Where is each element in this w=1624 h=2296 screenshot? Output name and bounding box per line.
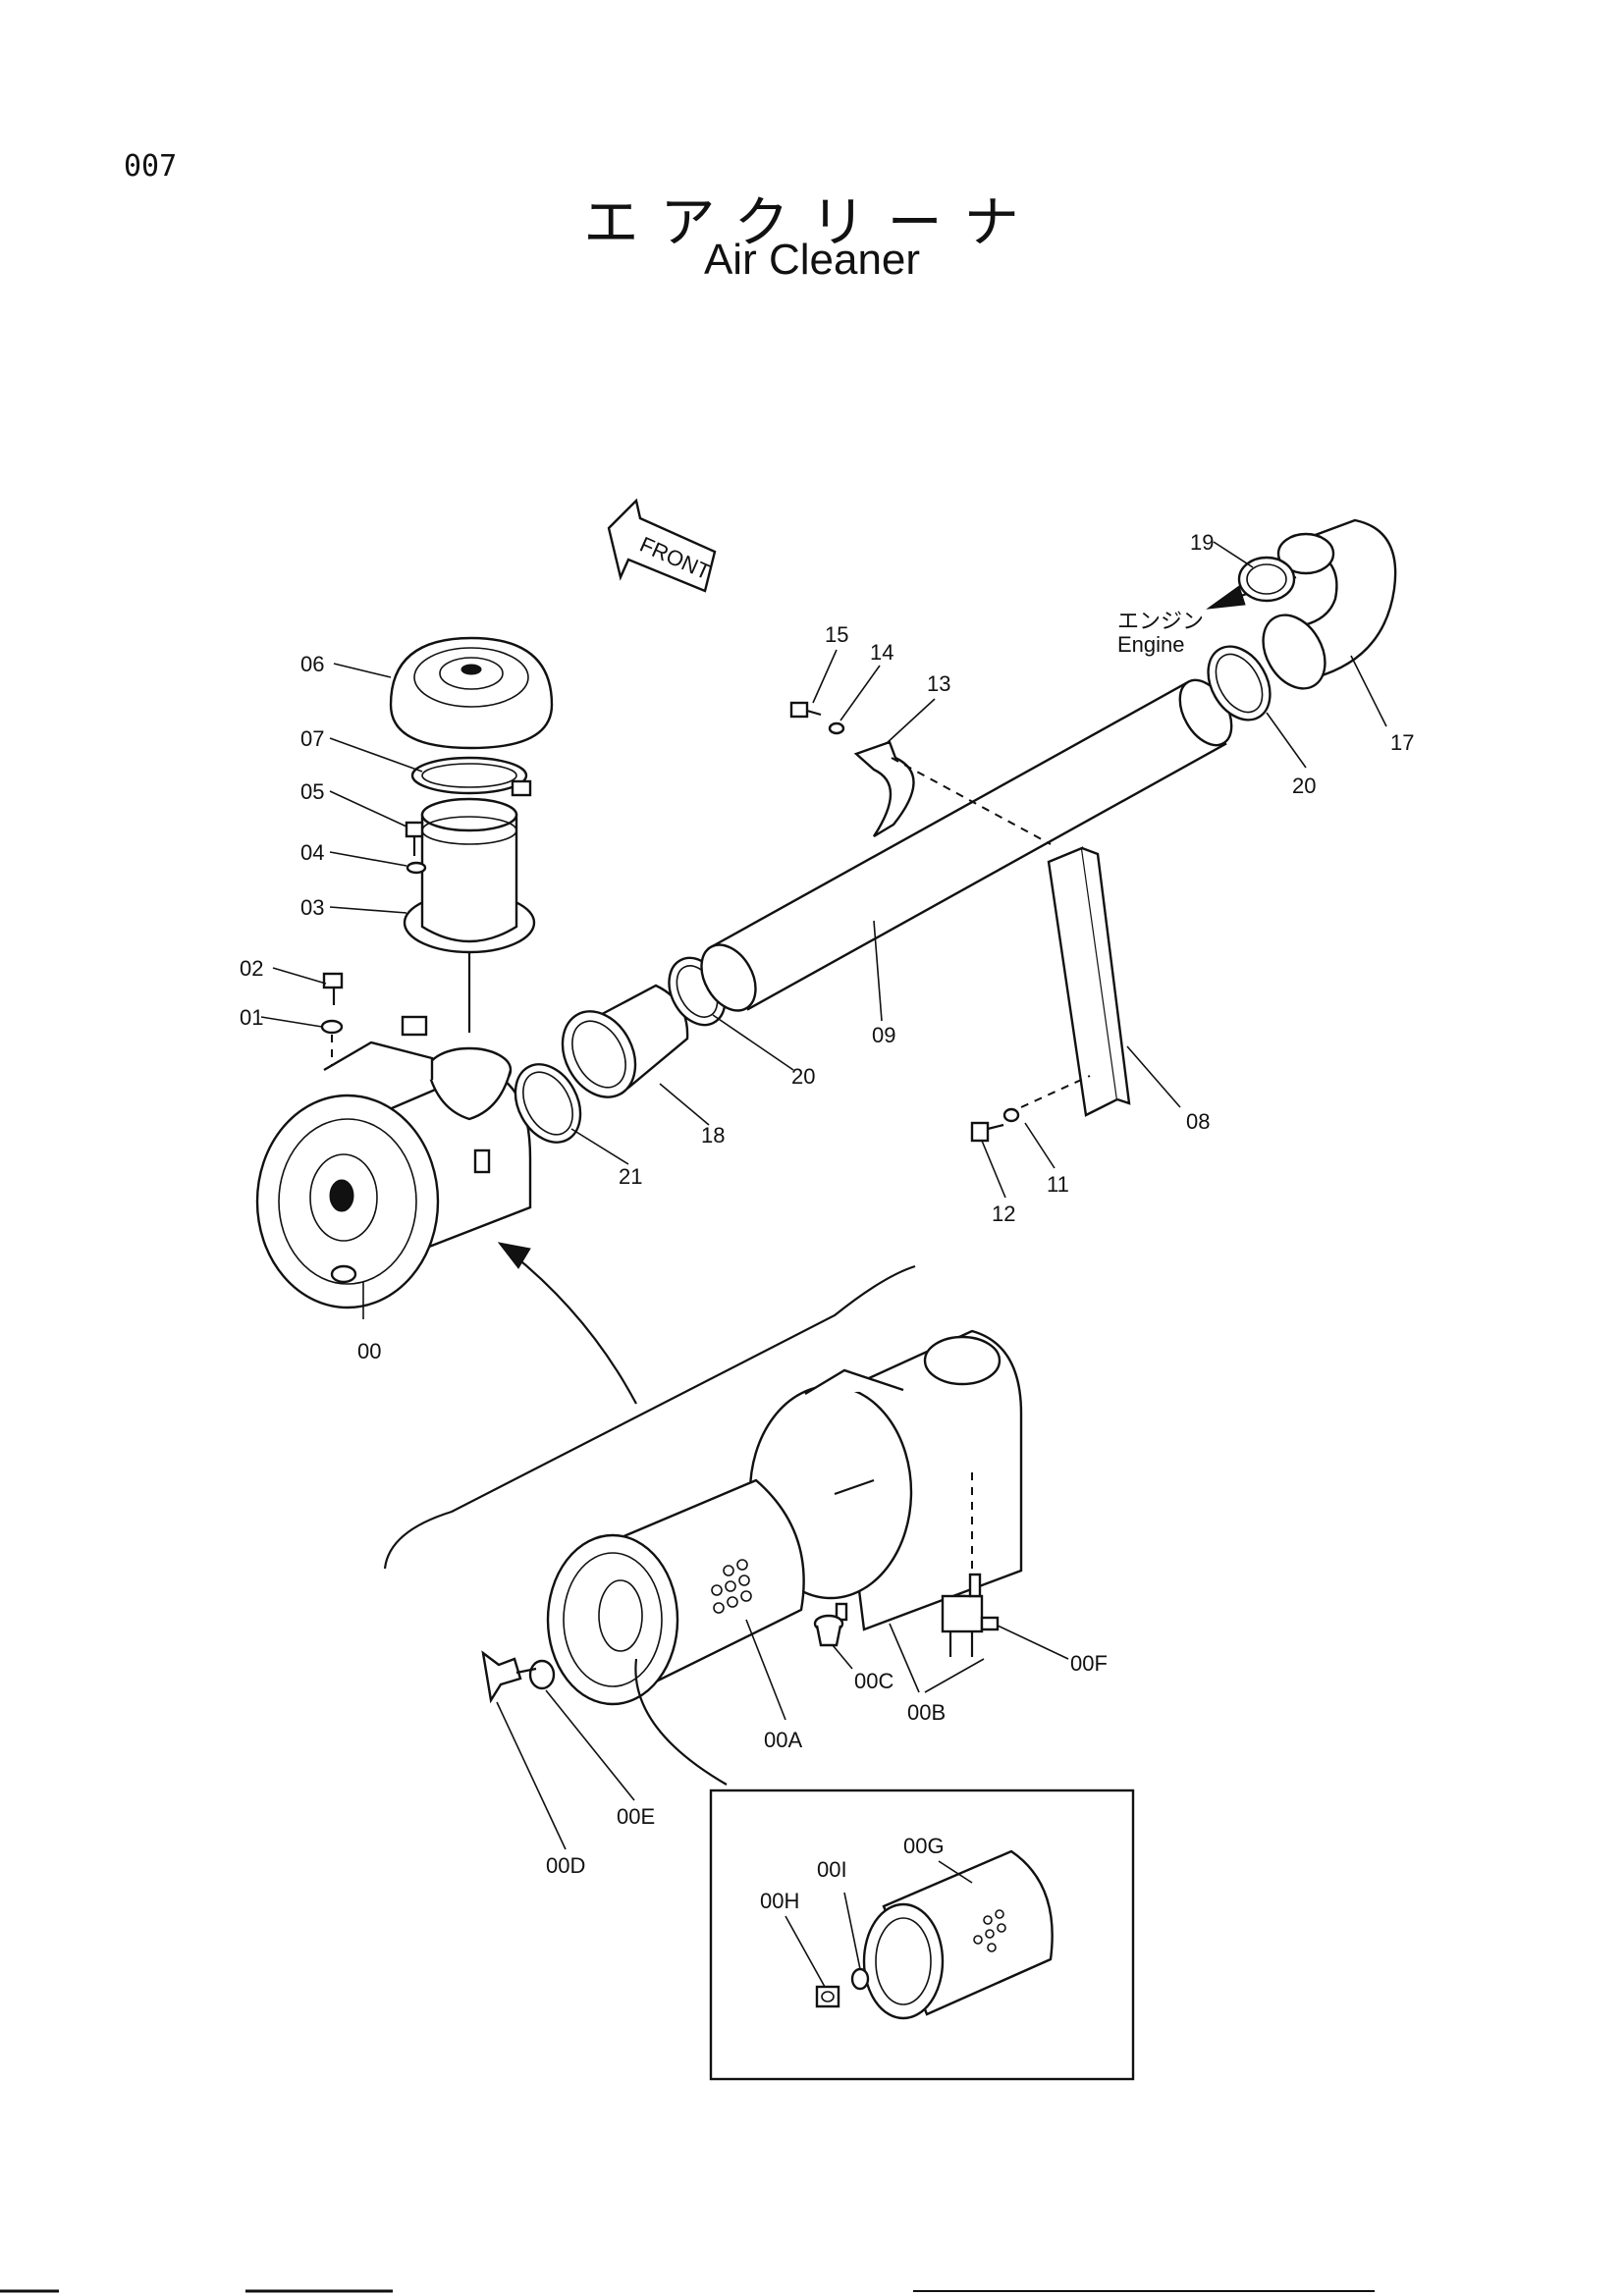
element-part-00A — [546, 1478, 805, 1706]
title-english: Air Cleaner — [703, 236, 921, 284]
callout-02: 02 — [240, 956, 263, 981]
callout-14: 14 — [870, 640, 893, 665]
washer-part-14 — [828, 721, 845, 735]
inlet-pipe-part-03 — [403, 797, 536, 1033]
hose-part-18 — [561, 984, 689, 1098]
washer-part-00E — [528, 1659, 556, 1690]
callout-09: 09 — [872, 1023, 895, 1047]
bolt-part-15 — [789, 701, 822, 719]
front-arrow-icon: FRONT — [607, 498, 717, 593]
title-japanese: エアクリーナ — [583, 191, 1041, 255]
bracket-part-13 — [853, 740, 1052, 845]
washer-part-01 — [320, 1019, 344, 1035]
air-cleaner-assembly-part-00 — [255, 1015, 532, 1309]
callout-15: 15 — [825, 622, 848, 647]
callout-06: 06 — [300, 652, 324, 676]
clamp-part-21 — [514, 1063, 582, 1144]
callout-11: 11 — [1047, 1172, 1069, 1197]
callout-20-left: 20 — [791, 1064, 815, 1089]
clamp-part-07 — [410, 756, 532, 797]
callout-00I: 00I — [817, 1857, 847, 1882]
bolt-part-02 — [322, 972, 344, 1005]
callout-12: 12 — [992, 1201, 1015, 1226]
washer-part-11 — [1002, 1107, 1020, 1123]
page-number: 007 — [124, 149, 178, 184]
pipe-part-09 — [700, 678, 1233, 1012]
washer-part-00I — [850, 1967, 870, 1991]
elbow-hose-part-17 — [1262, 518, 1397, 690]
callout-labels: 00 01 02 03 04 05 06 07 08 09 11 12 13 1… — [240, 530, 1414, 1913]
cover-part-06 — [389, 636, 554, 750]
stay-part-08 — [1020, 846, 1131, 1117]
callout-21: 21 — [619, 1164, 642, 1189]
washer-part-04 — [406, 861, 427, 875]
callout-00F: 00F — [1070, 1651, 1108, 1676]
callout-20-right: 20 — [1292, 774, 1316, 798]
valve-part-00F — [941, 1573, 1000, 1657]
callout-00C: 00C — [854, 1669, 893, 1693]
callout-00H: 00H — [760, 1889, 799, 1913]
clamp-part-19 — [1237, 556, 1296, 603]
bolt-part-12 — [970, 1121, 1004, 1143]
callout-01: 01 — [240, 1005, 263, 1030]
callout-03: 03 — [300, 895, 324, 920]
exploded-view-arrow-icon — [383, 1242, 916, 1570]
callout-00A: 00A — [764, 1728, 802, 1752]
inset-box — [634, 1658, 1135, 2081]
callout-00B: 00B — [907, 1700, 946, 1725]
callout-00G: 00G — [903, 1834, 945, 1858]
callout-00E: 00E — [617, 1804, 655, 1829]
wing-nut-part-00D — [481, 1650, 537, 1704]
callout-08: 08 — [1186, 1109, 1210, 1134]
nut-part-00H — [815, 1985, 840, 2008]
clamp-part-20-right — [1207, 645, 1272, 721]
callout-07: 07 — [300, 726, 324, 751]
inner-element-part-00G — [862, 1849, 1054, 2020]
engine-label-jp: エンジン — [1117, 609, 1204, 633]
callout-05: 05 — [300, 779, 324, 804]
callout-04: 04 — [300, 840, 324, 865]
callout-17: 17 — [1390, 730, 1414, 755]
callout-18: 18 — [701, 1123, 725, 1148]
callout-19: 19 — [1190, 530, 1214, 555]
callout-00: 00 — [357, 1339, 381, 1363]
callout-13: 13 — [927, 671, 950, 696]
engine-label-en: Engine — [1117, 632, 1185, 657]
bolt-part-05 — [405, 821, 424, 856]
callout-00D: 00D — [546, 1853, 585, 1878]
leader-lines — [260, 541, 1387, 1988]
plug-part-00C — [813, 1614, 844, 1647]
